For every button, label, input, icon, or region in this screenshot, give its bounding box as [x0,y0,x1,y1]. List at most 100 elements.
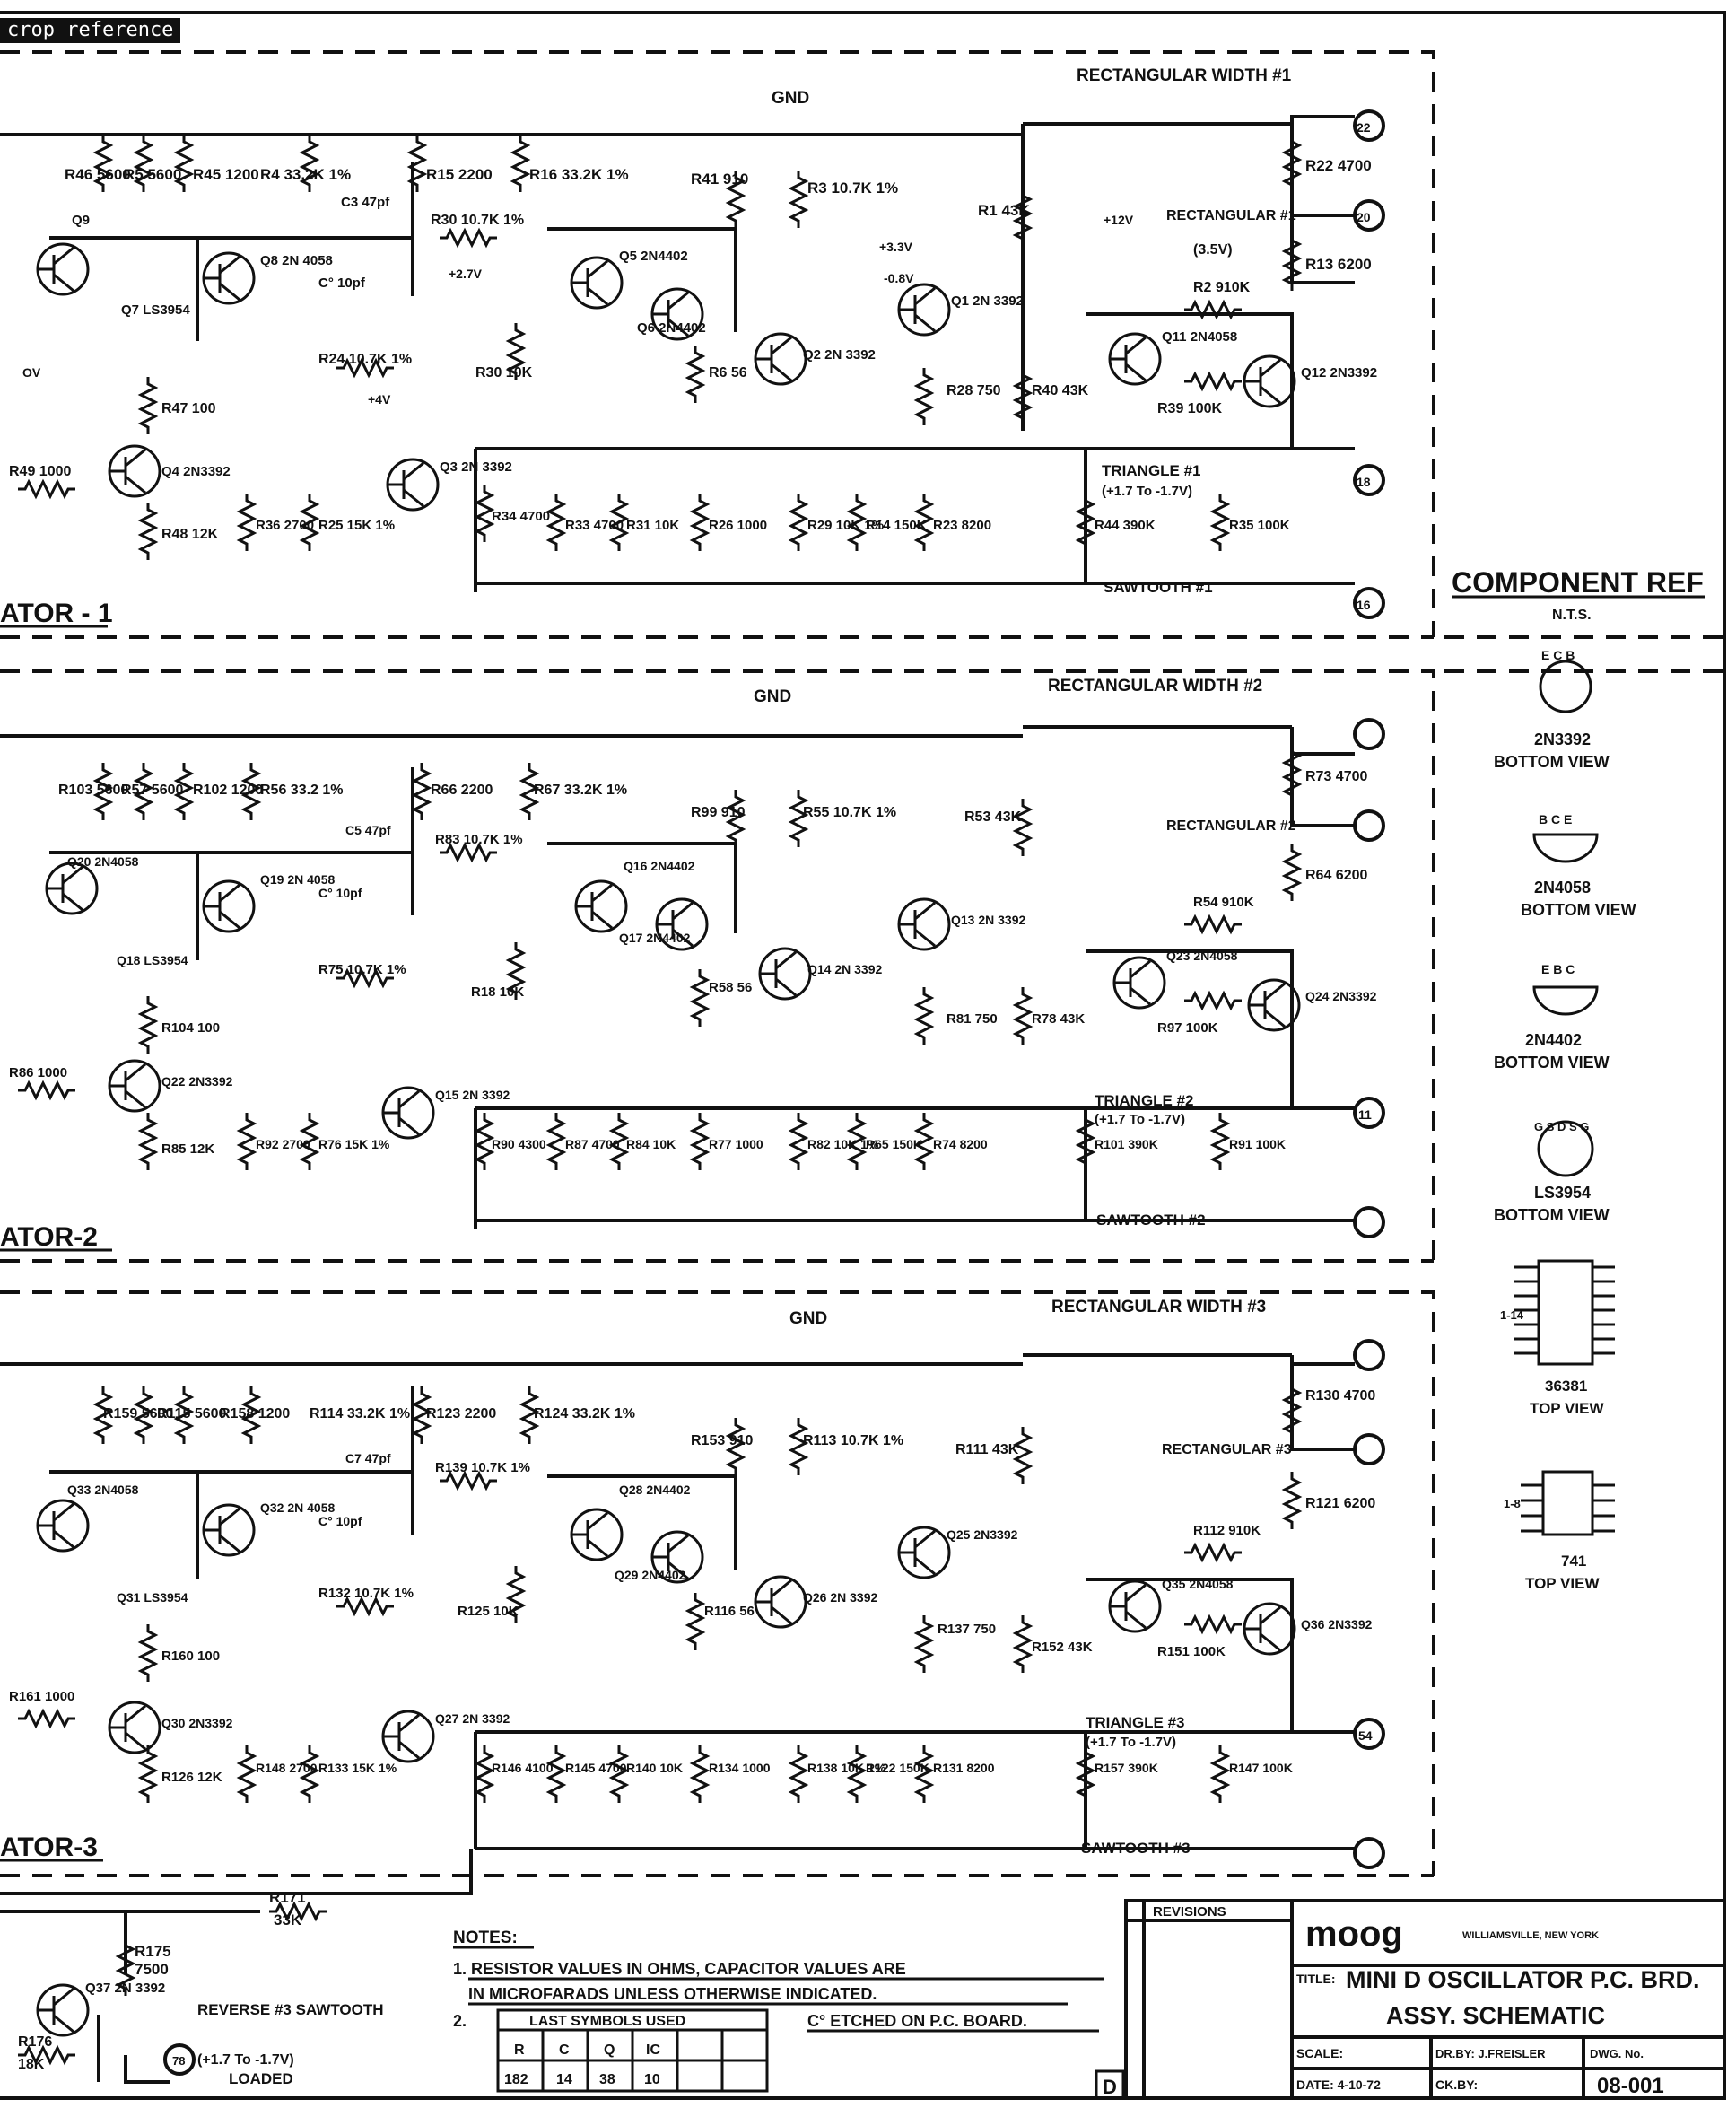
svg-text:Q18 LS3954: Q18 LS3954 [117,953,188,967]
svg-text:+12V: +12V [1104,213,1134,227]
svg-text:Q7 LS3954: Q7 LS3954 [121,302,190,318]
svg-text:C7 47pf: C7 47pf [345,1451,391,1465]
svg-text:RECTANGULAR #2: RECTANGULAR #2 [1166,818,1296,834]
svg-text:R85 12K: R85 12K [161,1141,214,1157]
svg-text:R25 15K 1%: R25 15K 1% [318,518,395,533]
svg-text:C° ETCHED ON P.C. BOARD.: C° ETCHED ON P.C. BOARD. [807,2012,1027,2030]
svg-text:D: D [1103,2076,1117,2098]
svg-text:Q17 2N4402: Q17 2N4402 [619,931,691,945]
svg-text:R158 1200: R158 1200 [220,1406,290,1421]
svg-text:2N4058: 2N4058 [1534,879,1591,897]
svg-text:R22 4700: R22 4700 [1305,157,1372,174]
svg-text:RECTANGULAR #3: RECTANGULAR #3 [1162,1442,1292,1457]
svg-text:NOTES:: NOTES: [453,1929,518,1947]
svg-text:LS3954: LS3954 [1534,1184,1591,1202]
svg-text:(+1.7 To -1.7V): (+1.7 To -1.7V) [1095,1112,1185,1127]
svg-text:R159 5600: R159 5600 [103,1406,173,1421]
svg-text:2N3392: 2N3392 [1534,730,1591,748]
svg-text:R84 10K: R84 10K [626,1137,676,1151]
svg-text:Q24 2N3392: Q24 2N3392 [1305,989,1377,1003]
svg-text:Q1 2N 3392: Q1 2N 3392 [951,293,1024,309]
svg-text:36381: 36381 [1545,1378,1587,1395]
svg-text:R75 10.7K 1%: R75 10.7K 1% [318,962,406,977]
svg-text:R13 6200: R13 6200 [1305,256,1372,273]
svg-text:18K: 18K [18,2057,45,2072]
svg-text:SCALE:: SCALE: [1296,2046,1343,2060]
svg-text:R104 100: R104 100 [161,1020,220,1036]
svg-text:C° 10pf: C° 10pf [318,1514,362,1528]
svg-text:R126 12K: R126 12K [161,1770,222,1785]
svg-text:R30 10K: R30 10K [475,365,533,380]
svg-text:R146 4100: R146 4100 [492,1761,554,1775]
svg-text:R137 750: R137 750 [938,1622,996,1637]
svg-text:Q3 2N 3392: Q3 2N 3392 [440,459,512,475]
svg-text:BOTTOM VIEW: BOTTOM VIEW [1521,901,1636,919]
svg-text:ATOR-2: ATOR-2 [0,1222,98,1252]
svg-text:R147 100K: R147 100K [1229,1761,1293,1775]
svg-text:BOTTOM VIEW: BOTTOM VIEW [1494,753,1610,771]
svg-text:R90 4300: R90 4300 [492,1137,546,1151]
svg-text:78: 78 [172,2054,185,2068]
svg-text:16: 16 [1357,598,1371,612]
svg-text:R6 56: R6 56 [709,365,747,380]
svg-text:R45 1200: R45 1200 [193,166,259,183]
svg-text:RECTANGULAR WIDTH #3: RECTANGULAR WIDTH #3 [1051,1298,1266,1316]
svg-text:R: R [514,2042,525,2058]
svg-text:R23 8200: R23 8200 [933,518,991,533]
oscillator-section-2: RECTANGULAR WIDTH #2 GND TRIANGLE #2 (+1… [0,669,1435,1263]
svg-text:R64 6200: R64 6200 [1305,868,1367,883]
svg-text:R116 56: R116 56 [704,1604,755,1619]
svg-text:R46 5600: R46 5600 [65,166,131,183]
svg-text:Q16 2N4402: Q16 2N4402 [624,859,695,873]
svg-text:R1 43K: R1 43K [978,202,1030,219]
svg-text:33K: 33K [274,1911,302,1929]
svg-text:(+1.7 To -1.7V): (+1.7 To -1.7V) [197,2052,294,2068]
svg-text:R145 4700: R145 4700 [565,1761,627,1775]
svg-text:R81 750: R81 750 [947,1011,998,1027]
svg-text:R101 390K: R101 390K [1095,1137,1158,1151]
svg-text:C° 10pf: C° 10pf [318,886,362,900]
svg-text:Q22 2N3392: Q22 2N3392 [161,1074,233,1089]
svg-text:DR.BY: J.FREISLER: DR.BY: J.FREISLER [1435,2047,1546,2060]
svg-text:38: 38 [599,2072,615,2087]
svg-text:R29 10K 1%: R29 10K 1% [807,518,884,533]
svg-text:R87 4700: R87 4700 [565,1137,620,1151]
svg-text:R112 910K: R112 910K [1193,1523,1261,1538]
svg-text:TITLE:: TITLE: [1296,1972,1336,1986]
svg-text:G S D S G: G S D S G [1534,1120,1589,1133]
svg-text:7500: 7500 [135,1961,169,1978]
svg-text:R65 150K: R65 150K [866,1137,922,1151]
svg-text:Q11 2N4058: Q11 2N4058 [1162,329,1237,345]
svg-text:IN MICROFARADS UNLESS OTHERWIS: IN MICROFARADS UNLESS OTHERWISE INDICATE… [468,1985,877,2003]
svg-text:Q36 2N3392: Q36 2N3392 [1301,1617,1373,1631]
svg-text:R77 1000: R77 1000 [709,1137,763,1151]
svg-text:(3.5V): (3.5V) [1193,242,1233,258]
svg-text:Q2 2N 3392: Q2 2N 3392 [803,347,876,363]
svg-text:SAWTOOTH #2: SAWTOOTH #2 [1096,1211,1206,1229]
svg-text:R41 910: R41 910 [691,171,748,188]
svg-text:Q35 2N4058: Q35 2N4058 [1162,1577,1234,1591]
svg-text:B C E: B C E [1539,812,1572,827]
svg-text:R47 100: R47 100 [161,401,216,416]
svg-text:Q25 2N3392: Q25 2N3392 [947,1527,1018,1542]
svg-text:CK.BY:: CK.BY: [1435,2077,1478,2092]
svg-text:R152 43K: R152 43K [1032,1640,1093,1655]
svg-text:182: 182 [504,2072,528,2087]
svg-text:R76 15K 1%: R76 15K 1% [318,1137,390,1151]
svg-text:Q27 2N 3392: Q27 2N 3392 [435,1711,510,1726]
svg-text:R58 56: R58 56 [709,980,752,995]
svg-text:MINI D OSCILLATOR P.C. BRD.: MINI D OSCILLATOR P.C. BRD. [1346,1966,1700,1993]
svg-text:Q13 2N 3392: Q13 2N 3392 [951,913,1025,927]
svg-text:R78 43K: R78 43K [1032,1011,1085,1027]
svg-text:R102 1200: R102 1200 [193,783,263,798]
svg-text:R48 12K: R48 12K [161,527,219,542]
svg-text:C: C [559,2042,570,2058]
svg-text:TRIANGLE #1: TRIANGLE #1 [1102,462,1201,479]
svg-text:R133 15K 1%: R133 15K 1% [318,1761,397,1775]
svg-text:R34 4700: R34 4700 [492,509,550,524]
svg-text:Q12 2N3392: Q12 2N3392 [1301,365,1377,380]
svg-text:R171: R171 [269,1889,306,1906]
svg-text:IC: IC [646,2042,660,2058]
svg-text:R97 100K: R97 100K [1157,1020,1218,1036]
svg-text:R36 2700: R36 2700 [256,518,314,533]
